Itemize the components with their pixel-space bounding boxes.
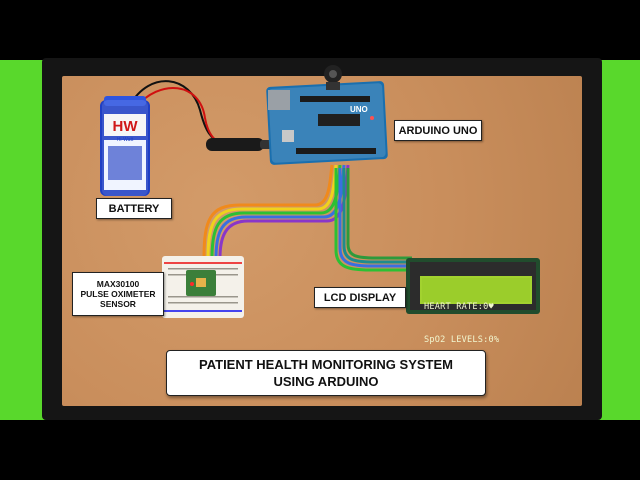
lcd-screen-text: HEART RATE:0♥ SpO2 LEVELS:0% xyxy=(424,280,534,357)
battery-label: BATTERY xyxy=(96,198,172,219)
project-title: PATIENT HEALTH MONITORING SYSTEM USING A… xyxy=(166,350,486,396)
arduino-board xyxy=(266,65,388,165)
max30100-sensor-module xyxy=(186,270,216,296)
bottom-black-bar xyxy=(0,420,640,480)
battery-sub: Hi-Watt xyxy=(117,137,134,143)
arduino-uno-label: ARDUINO UNO xyxy=(394,120,482,141)
sensor-ribbon-wires xyxy=(202,164,350,259)
battery-brand: HW xyxy=(113,118,139,135)
lcd-line-2: SpO2 LEVELS:0% xyxy=(424,335,500,345)
battery-icon xyxy=(100,96,150,196)
arduino-board-text: UNO xyxy=(350,105,368,114)
lcd-ribbon-wires xyxy=(334,168,412,272)
lcd-display-label: LCD DISPLAY xyxy=(314,287,406,308)
green-background-right xyxy=(596,60,640,420)
lcd-module xyxy=(406,258,540,314)
top-black-bar xyxy=(0,0,640,60)
sensor-label: MAX30100 PULSE OXIMETER SENSOR xyxy=(72,272,164,316)
green-background-left xyxy=(0,60,48,420)
lcd-line-1: HEART RATE:0♥ xyxy=(424,302,494,312)
